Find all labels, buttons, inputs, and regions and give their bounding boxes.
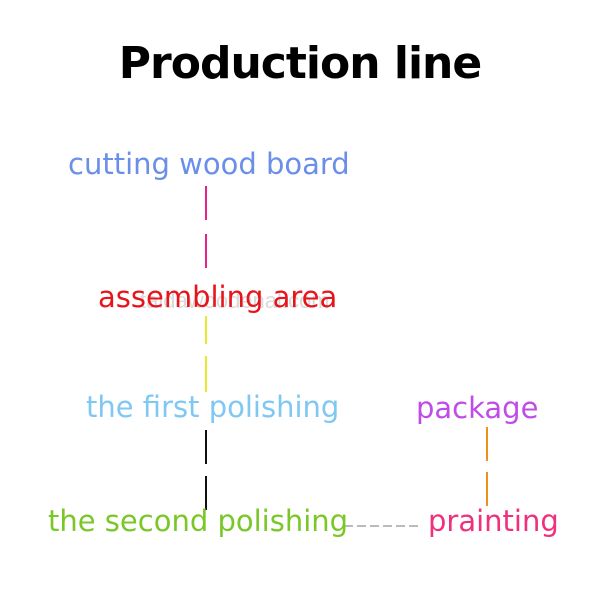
step-painting: prainting — [428, 504, 559, 538]
connector-polish1-polish2-bottom — [205, 476, 207, 510]
page-title: Production line — [118, 38, 482, 89]
step-second-polishing: the second polishing — [48, 504, 349, 538]
step-package: package — [416, 391, 539, 425]
watermark: taidawoodenal.com — [140, 288, 330, 313]
connector-assembling-polish1-top — [205, 316, 207, 344]
connector-polish2-painting — [344, 525, 422, 527]
connector-cutting-assembling-bottom — [205, 234, 207, 268]
step-cutting-wood-board: cutting wood board — [68, 147, 350, 181]
connector-painting-package-top — [486, 427, 488, 461]
step-assembling-area: assembling area — [98, 280, 338, 314]
connector-assembling-polish1-bottom — [205, 356, 207, 392]
connector-polish1-polish2-top — [205, 430, 207, 464]
step-first-polishing: the first polishing — [86, 390, 340, 424]
connector-painting-package-bottom — [486, 472, 488, 506]
connector-cutting-assembling-top — [205, 186, 207, 220]
